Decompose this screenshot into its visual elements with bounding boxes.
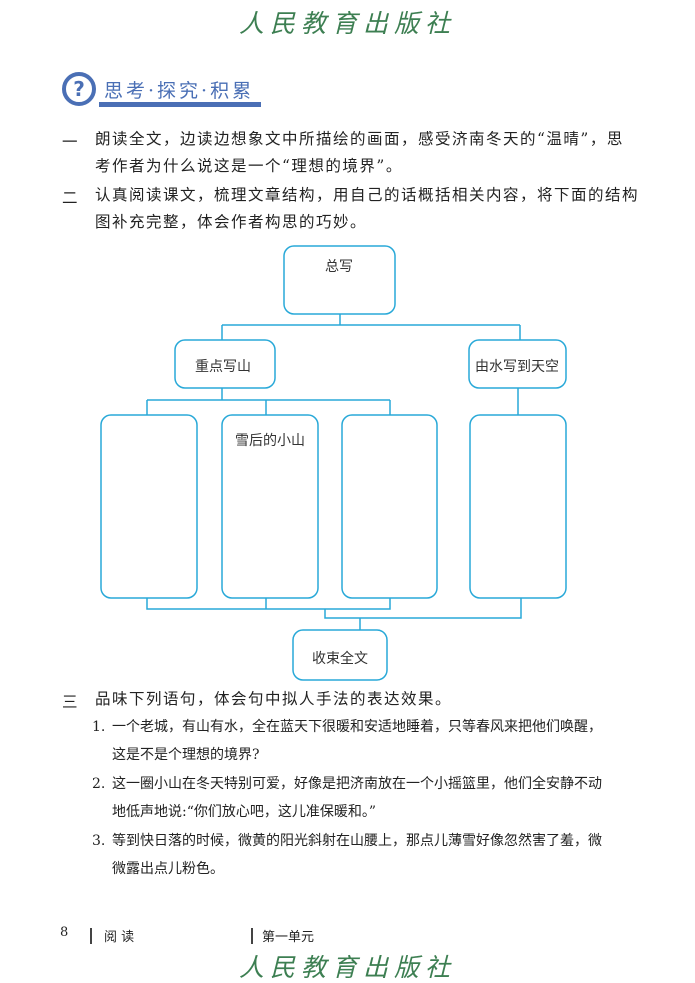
connector-bottom (146, 598, 522, 630)
question-circle-icon: ? (62, 72, 96, 106)
section-title: 思考·探究·积累 (104, 79, 255, 102)
section-header: ? 思考·探究·积累 (62, 72, 254, 106)
footer-left: 阅 读 (104, 930, 135, 945)
box-1 (100, 414, 198, 599)
box-4 (469, 414, 567, 599)
box-3 (341, 414, 438, 599)
footer-divider (251, 928, 253, 944)
q3-item3-line2: 微露出点儿粉色。 (112, 861, 224, 877)
q3-item2-line2: 地低声地说:“你们放心吧，这儿准保暖和。” (112, 804, 377, 820)
footer-right: 第一单元 (262, 930, 315, 945)
diagram-left-label: 重点写山 (195, 359, 251, 375)
diagram-box2-label: 雪后的小山 (235, 433, 305, 449)
q3-item1-line1: 一个老城，有山有水，全在蓝天下很暖和安适地睡着，只等春风来把他们唤醒， (112, 719, 602, 735)
q2-number: 二 (62, 189, 78, 207)
q1-line1: 朗读全文，边读边想象文中所描绘的画面，感受济南冬天的“温晴”，思 (95, 130, 624, 148)
diagram-top-label: 总写 (325, 259, 353, 275)
page-number: 8 (60, 925, 69, 940)
q2-line2: 图补充完整，体会作者构思的巧妙。 (95, 213, 368, 231)
publisher-logo-top: 人民教育出版社 (238, 9, 456, 38)
publisher-logo-bottom: 人民教育出版社 (238, 953, 456, 982)
diagram-right-label: 由水写到天空 (475, 359, 559, 375)
diagram-bottom-label: 收束全文 (312, 651, 368, 667)
q3-item1-num: 1. (92, 719, 106, 735)
q3-number: 三 (62, 693, 78, 711)
q1-number: 一 (62, 133, 78, 151)
footer-divider (90, 928, 92, 944)
q3-item2-num: 2. (92, 776, 106, 792)
q3-item2-line1: 这一圈小山在冬天特别可爱，好像是把济南放在一个小摇篮里，他们全安静不动 (112, 776, 602, 792)
q3-item3-line1: 等到快日落的时候，微黄的阳光斜射在山腰上，那点儿薄雪好像忽然害了羞，微 (112, 833, 602, 849)
box-left (174, 339, 276, 389)
q3-item3-num: 3. (92, 833, 106, 849)
q3-item1-line2: 这是不是个理想的境界? (112, 747, 260, 763)
q2-line1: 认真阅读课文，梳理文章结构，用自己的话概括相关内容，将下面的结构 (95, 186, 640, 204)
connector-middle (146, 388, 519, 415)
section-underline (99, 102, 261, 107)
q1-line2: 考作者为什么说这是一个“理想的境界”。 (95, 157, 403, 175)
box-bottom (292, 629, 388, 681)
box-2 (221, 414, 319, 599)
connector-top (221, 314, 521, 340)
q3-title: 品味下列语句，体会句中拟人手法的表达效果。 (95, 690, 453, 708)
